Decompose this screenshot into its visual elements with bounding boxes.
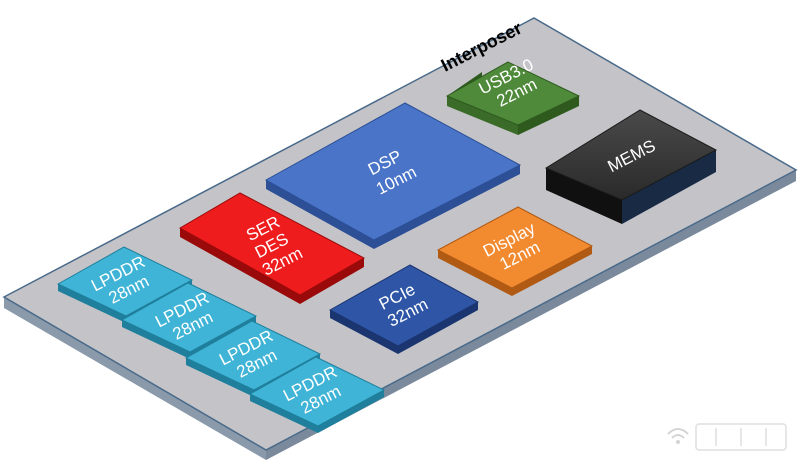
lpddr-chip-4: LPDDR 28nm — [248, 356, 386, 433]
serdes-chip: SER DES 32nm — [178, 192, 366, 304]
display-chip: Display 12nm — [436, 206, 594, 296]
svg-text:SER DES 32nm: SER DES 32nm — [242, 210, 306, 280]
mems-chip: MEMS — [544, 109, 718, 224]
watermark-logo — [667, 423, 787, 451]
watermark-mark — [695, 423, 787, 451]
interposer-side-face-right — [266, 170, 796, 460]
dsp-chip: DSP 10nm — [264, 102, 522, 249]
wifi-icon — [667, 428, 689, 439]
pcie-chip: PCIe 32nm — [328, 264, 480, 354]
interposer-side-face — [4, 297, 266, 460]
